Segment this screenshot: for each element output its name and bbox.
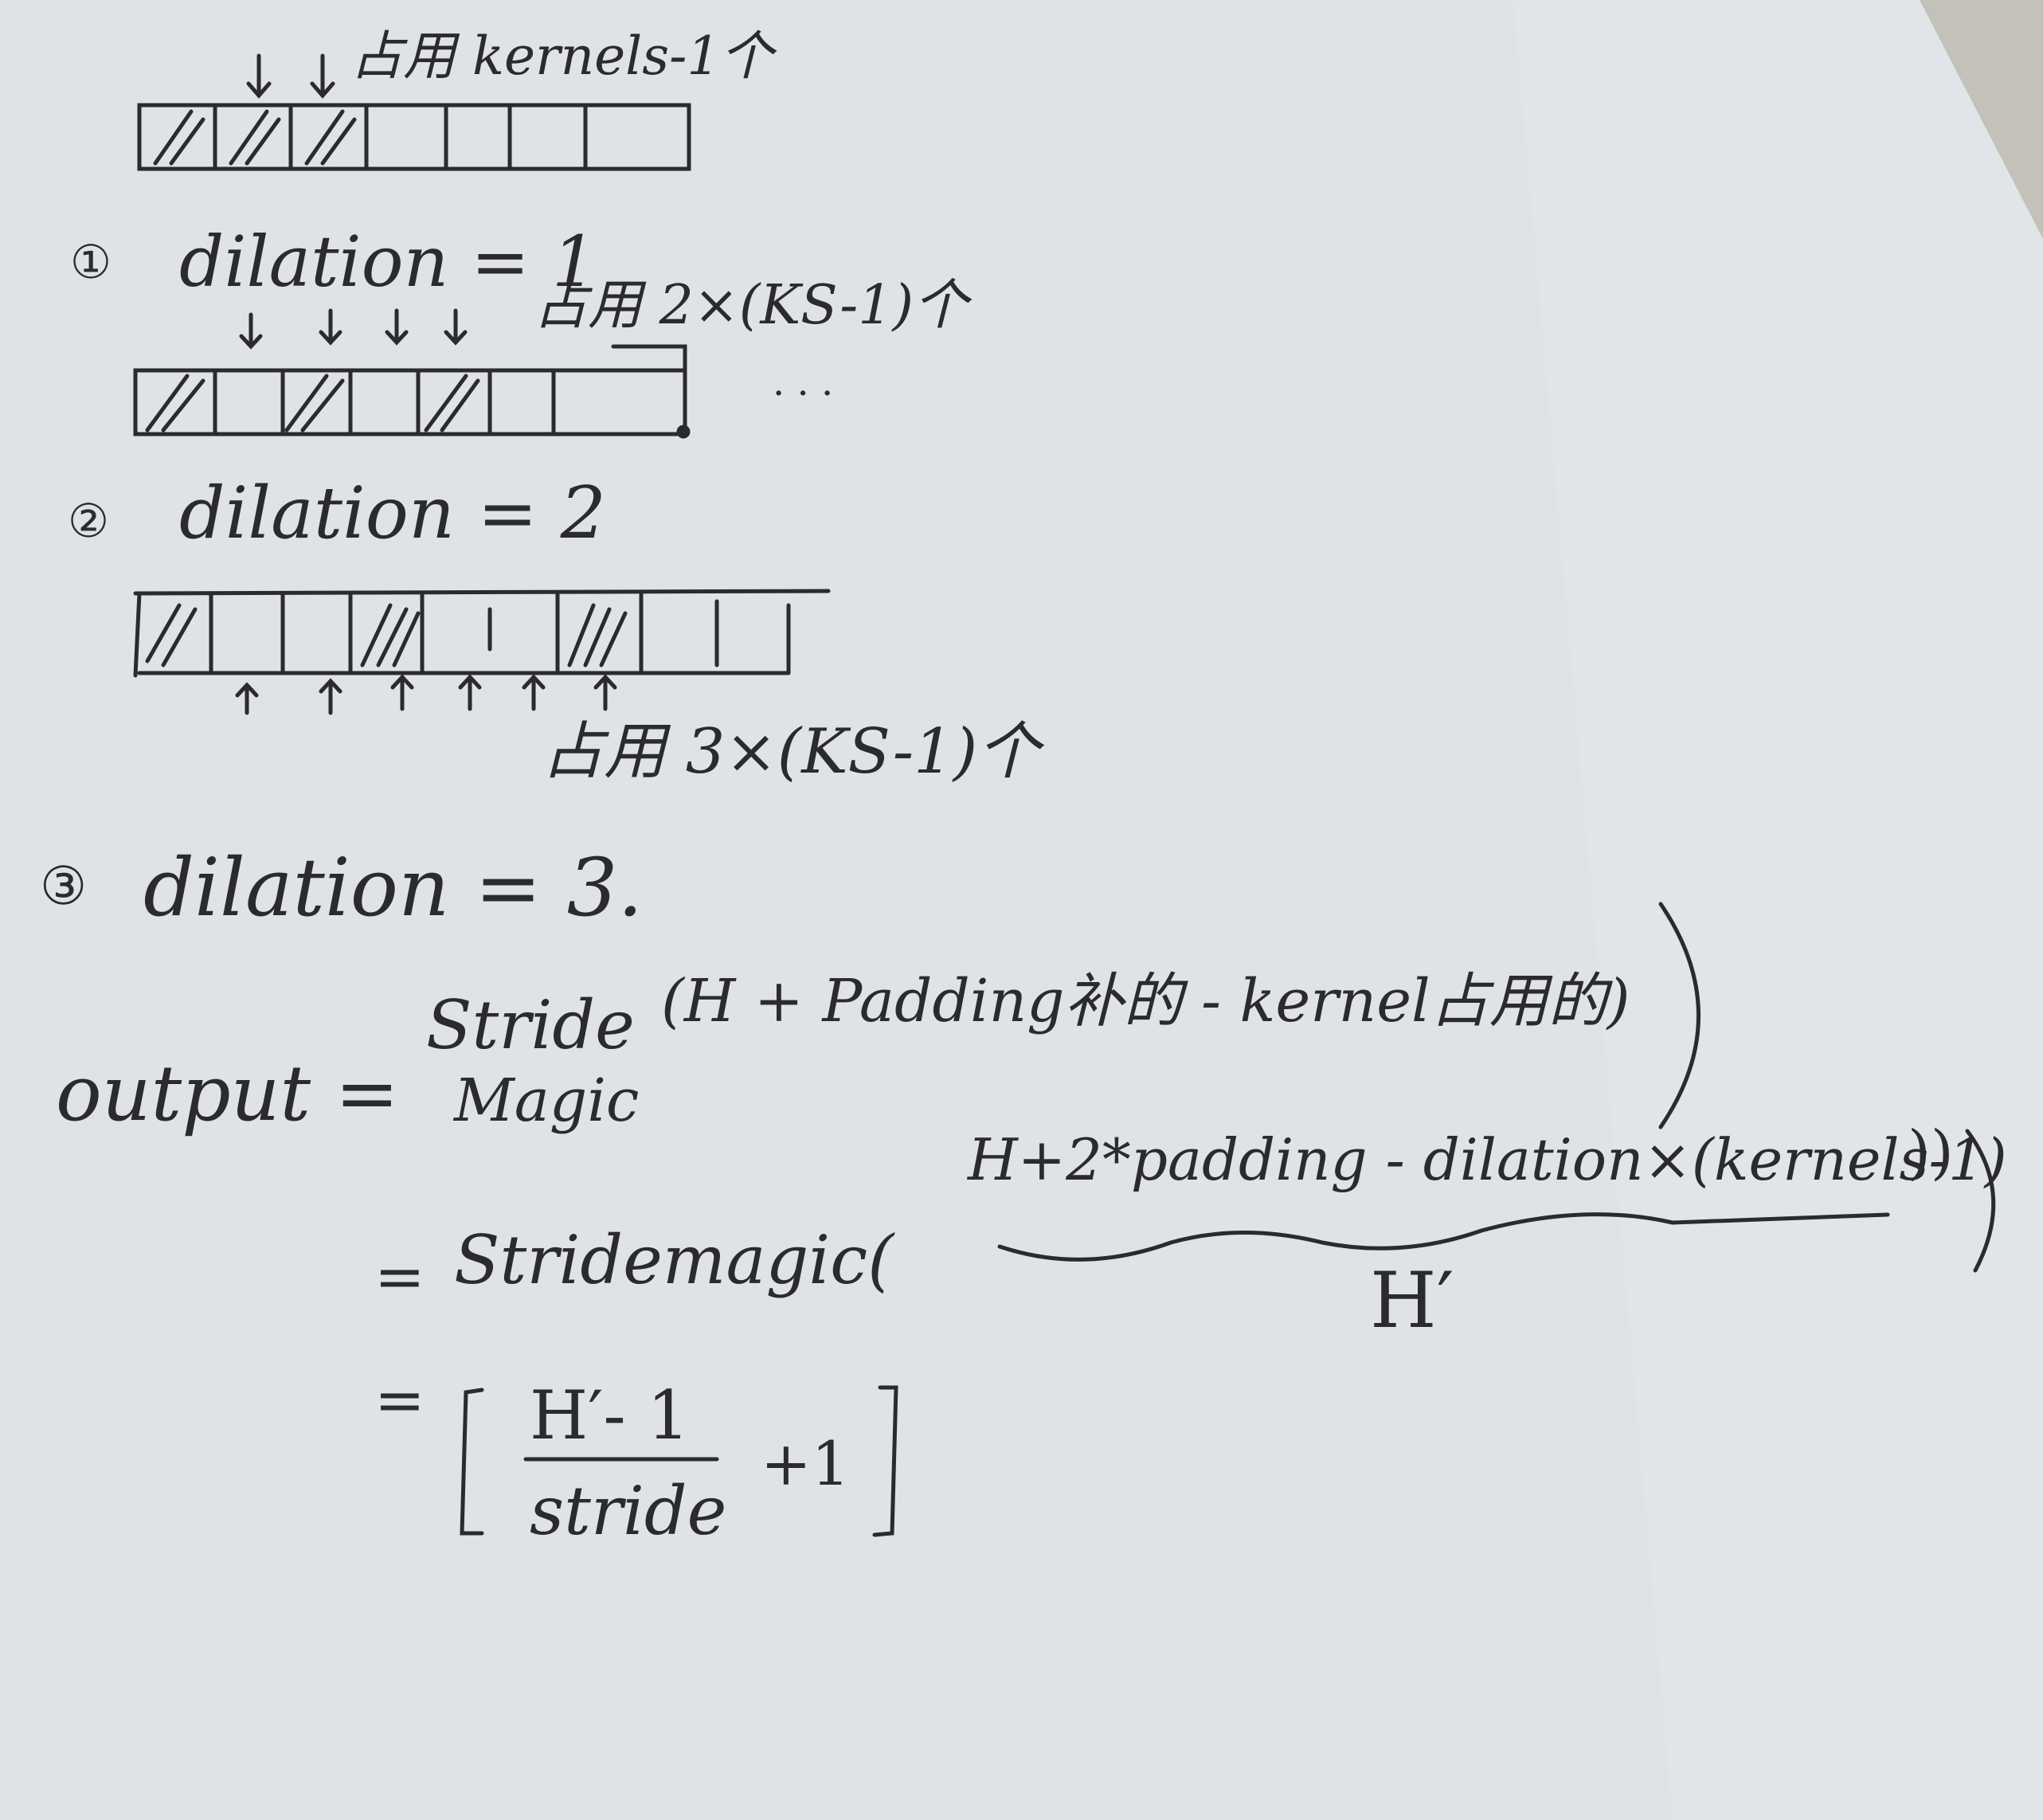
case-1-marker: ① [70,235,112,289]
outer-close-paren [1965,1129,1996,1273]
output-label: output = [56,1049,400,1138]
stridemagic-call: Stridemagic( [454,1221,894,1299]
top-array [137,53,691,171]
stride-word: Stride [426,986,635,1064]
paper-shade [1513,0,2043,1820]
case-2-note: 占用 3×(KS-1)个 [542,716,1040,788]
bracket-left [460,1388,484,1536]
equals-line-3: = [374,1364,425,1435]
case-2-label: dilation = 2 [179,472,606,555]
plus-one: +1 [761,1428,851,1499]
bracket-right [872,1385,898,1537]
underbrace [997,1212,1890,1262]
case-2-marker: ② [68,494,109,548]
inner-expression: H+2*padding - dilation×(kernels-1) [968,1126,2007,1193]
formula-strokes [460,902,1996,1537]
case-3-label: dilation = 3. [143,841,644,934]
array-dilation-1 [133,308,691,439]
magic-word: Magic [454,1067,640,1135]
fraction-numerator: H′- 1 [530,1376,690,1454]
case-1-ellipsis: · · · [773,371,834,416]
formula-line-1: (H + Padding补的 - kernel占用的) [661,967,1630,1035]
array-dilation-2 [133,589,831,715]
ink-drawings [133,53,1996,1537]
equals-line-2: = [374,1241,425,1312]
top-label: 占用 kernels-1个 [350,25,773,87]
inner-close-parens: )) [1908,1118,1954,1187]
case-1-note: 占用 2×(KS-1)个 [534,274,969,337]
case-1-label: dilation = 1 [179,221,597,303]
h-prime-label: H′ [1370,1256,1454,1345]
fraction-denominator: stride [530,1472,727,1550]
case-3-marker: ③ [40,855,88,917]
big-close-paren [1658,902,1701,1129]
